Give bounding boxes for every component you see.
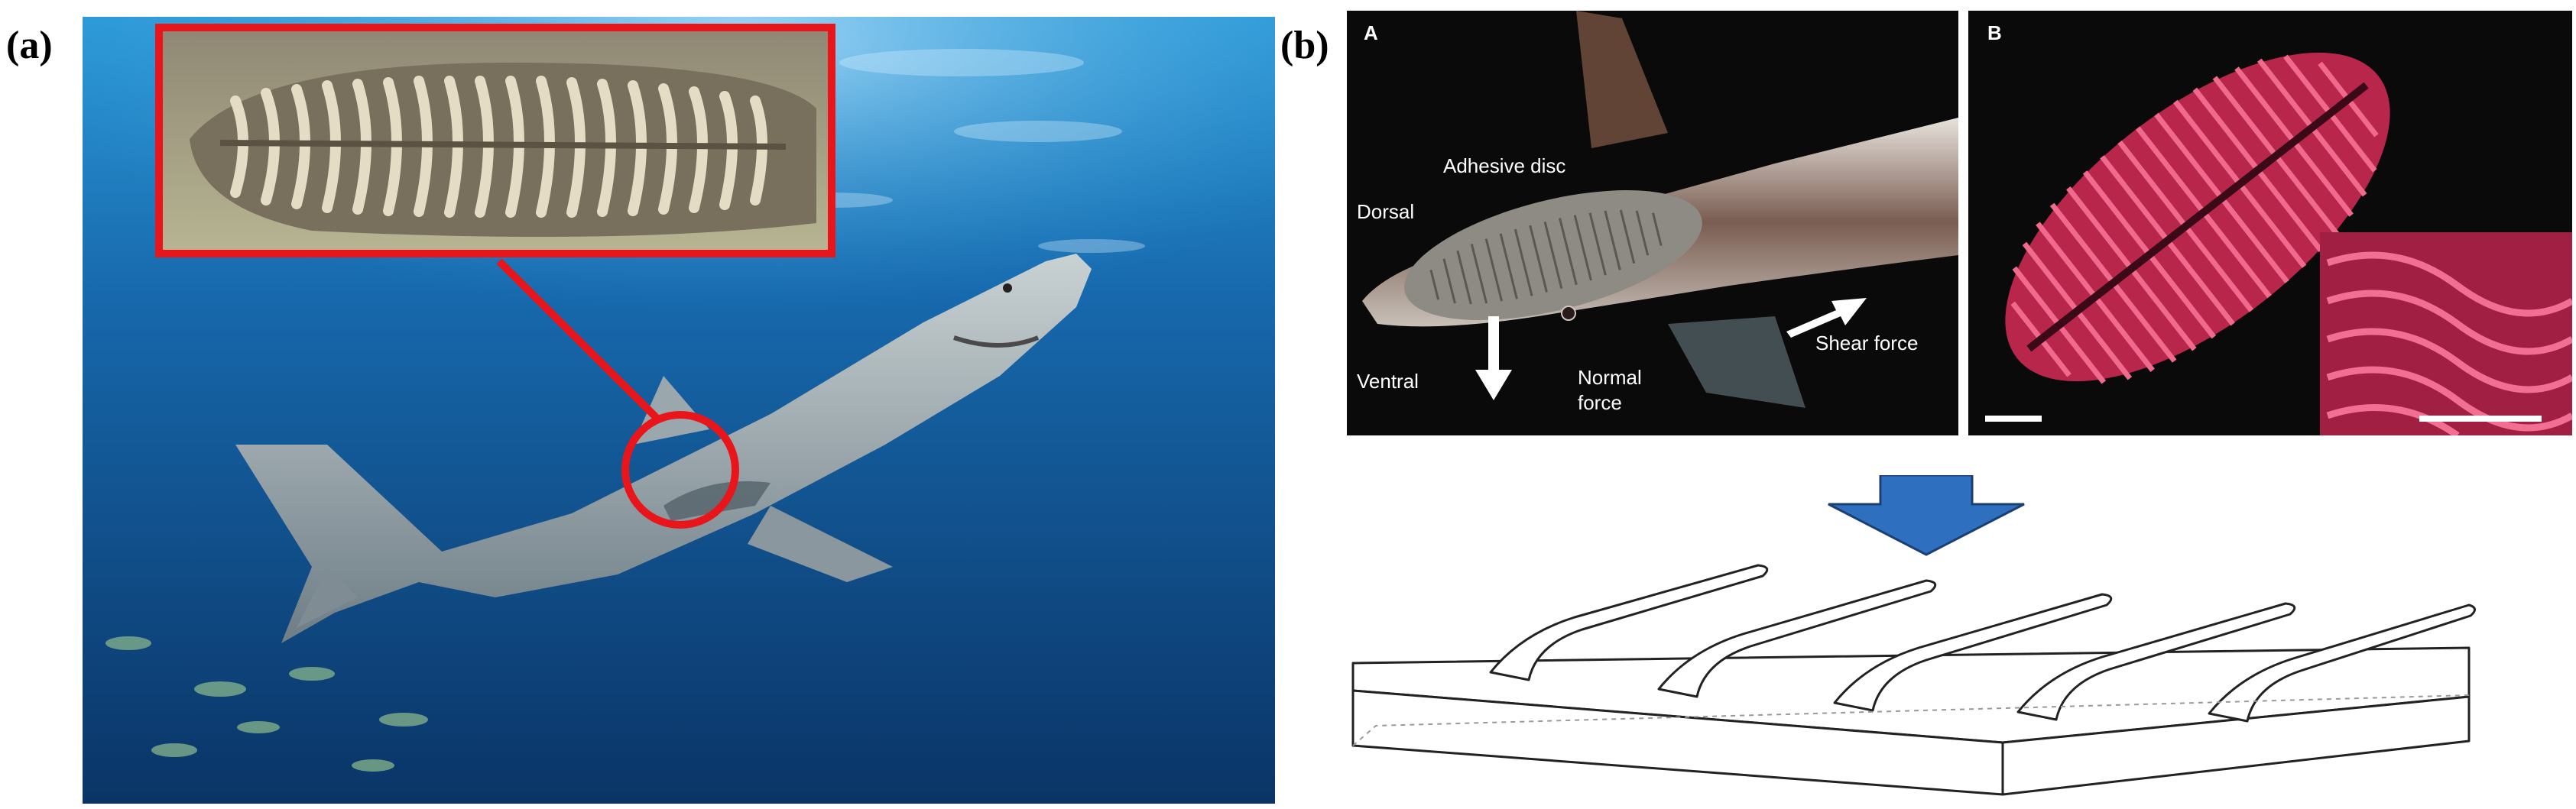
shark bbox=[235, 254, 1092, 643]
scale-bar-main bbox=[1985, 416, 2042, 422]
lamella bbox=[2016, 602, 2296, 721]
label-normal-force-line2: force bbox=[1578, 391, 1622, 414]
lamella bbox=[2208, 604, 2476, 723]
inset-connector-line bbox=[496, 258, 660, 422]
micro-ct-disc-image bbox=[1968, 11, 2572, 435]
label-ventral: Ventral bbox=[1357, 370, 1419, 393]
panel-label-a: (a) bbox=[6, 24, 53, 67]
scale-bar-inset bbox=[2419, 416, 2542, 422]
micro-ct-zoom-inset bbox=[2320, 232, 2572, 435]
panel-label-b: (b) bbox=[1280, 24, 1329, 67]
lamella bbox=[1657, 579, 1937, 698]
attachment-highlight-circle bbox=[621, 411, 739, 529]
label-normal-force-line1: Normal bbox=[1578, 366, 1642, 389]
subpanel-letter-b: B bbox=[1987, 21, 2002, 44]
adhesive-disc-inset bbox=[155, 24, 835, 257]
shark-photo bbox=[83, 17, 1275, 804]
label-adhesive-disc: Adhesive disc bbox=[1443, 154, 1566, 177]
label-dorsal: Dorsal bbox=[1357, 200, 1415, 223]
down-arrow bbox=[1828, 475, 2025, 556]
normal-force-arrow bbox=[1475, 316, 1512, 400]
lamella bbox=[1833, 593, 2113, 712]
fish-school bbox=[105, 636, 428, 772]
lamella bbox=[1489, 564, 1769, 681]
remora-photo bbox=[1347, 11, 1958, 435]
lamellae-structure-model bbox=[1351, 564, 2476, 796]
label-shear-force: Shear force bbox=[1815, 332, 1919, 354]
subpanel-letter-a: A bbox=[1364, 21, 1378, 44]
shear-force-arrow bbox=[1786, 298, 1867, 338]
